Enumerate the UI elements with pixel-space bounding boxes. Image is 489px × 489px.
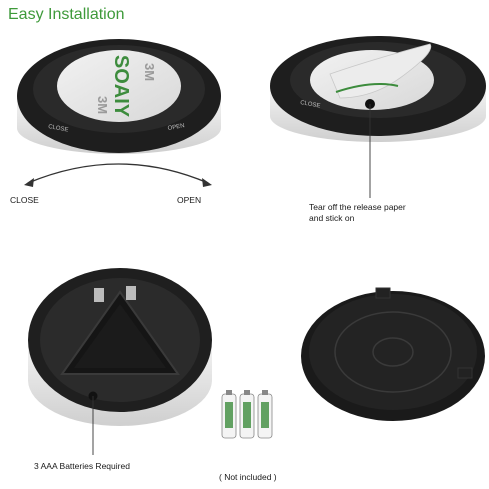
svg-text:CLOSE: CLOSE (300, 100, 321, 109)
ring-text-open: OPEN (167, 123, 185, 132)
back-plate (301, 287, 485, 421)
adhesive-disc (57, 50, 181, 122)
arrow-right-icon (202, 178, 212, 187)
terminal (94, 288, 104, 302)
arrow-left-icon (24, 178, 34, 187)
not-included-caption: ( Not included ) (219, 472, 277, 482)
adhesive-mark-2: 3M (95, 96, 110, 114)
open-label: OPEN (177, 195, 202, 205)
batteries (221, 390, 273, 439)
release-paper (329, 43, 432, 99)
light-peel-step: CLOSE (270, 36, 486, 142)
light-with-adhesive: SOAIY 3M 3M CLOSE OPEN (17, 39, 221, 154)
terminal (126, 286, 136, 300)
adhesive-brand: SOAIY (110, 55, 132, 118)
close-label: CLOSE (10, 195, 39, 205)
battery-compartment (28, 268, 212, 426)
rotation-arc (27, 163, 209, 184)
peel-caption-line2: and stick on (309, 213, 355, 223)
adhesive-mark: 3M (142, 63, 157, 81)
peel-caption-line1: Tear off the release paper (309, 202, 406, 212)
ring-text-close: CLOSE (48, 124, 69, 133)
batteries-required-caption: 3 AAA Batteries Required (34, 461, 130, 471)
page-title: Easy Installation (8, 6, 125, 23)
